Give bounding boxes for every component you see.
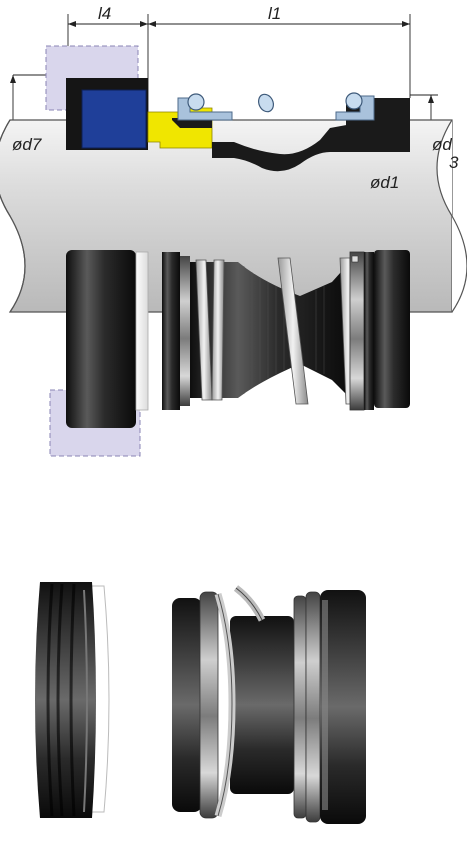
- seat-ring-white: [135, 251, 149, 411]
- dimension-labels: l4 l1 ød7 ød1 ød 3: [12, 4, 459, 192]
- label-d-suffix: 3: [449, 153, 459, 172]
- spring-retainer-right: [335, 95, 375, 121]
- label-l4: l4: [98, 4, 111, 23]
- seat-cup-outer: [66, 250, 136, 428]
- seat-ring-blue: [81, 89, 147, 149]
- rubber-bellows: [172, 108, 410, 172]
- label-d1: ød1: [370, 173, 399, 192]
- seal-external-view: [49, 250, 410, 457]
- label-l1: l1: [268, 4, 281, 23]
- face-ring: [162, 252, 180, 410]
- seal-cross-section: [45, 45, 410, 172]
- seal-photo: [35, 582, 366, 824]
- photo-rotating-unit: [172, 585, 366, 824]
- spring-coil-section-1: [187, 93, 205, 111]
- spring-retainer-ring: [349, 251, 365, 411]
- spring-coil-section-2: [258, 93, 274, 113]
- label-d7: ød7: [12, 135, 42, 154]
- label-d: ød: [432, 135, 452, 154]
- spring-coil-3: [277, 257, 309, 405]
- bellows-body: [190, 262, 350, 398]
- drive-collar: [374, 250, 410, 408]
- photo-stationary-seat: [35, 582, 110, 818]
- spring-coil-2: [211, 259, 225, 401]
- spring-coil-section-3: [345, 92, 363, 110]
